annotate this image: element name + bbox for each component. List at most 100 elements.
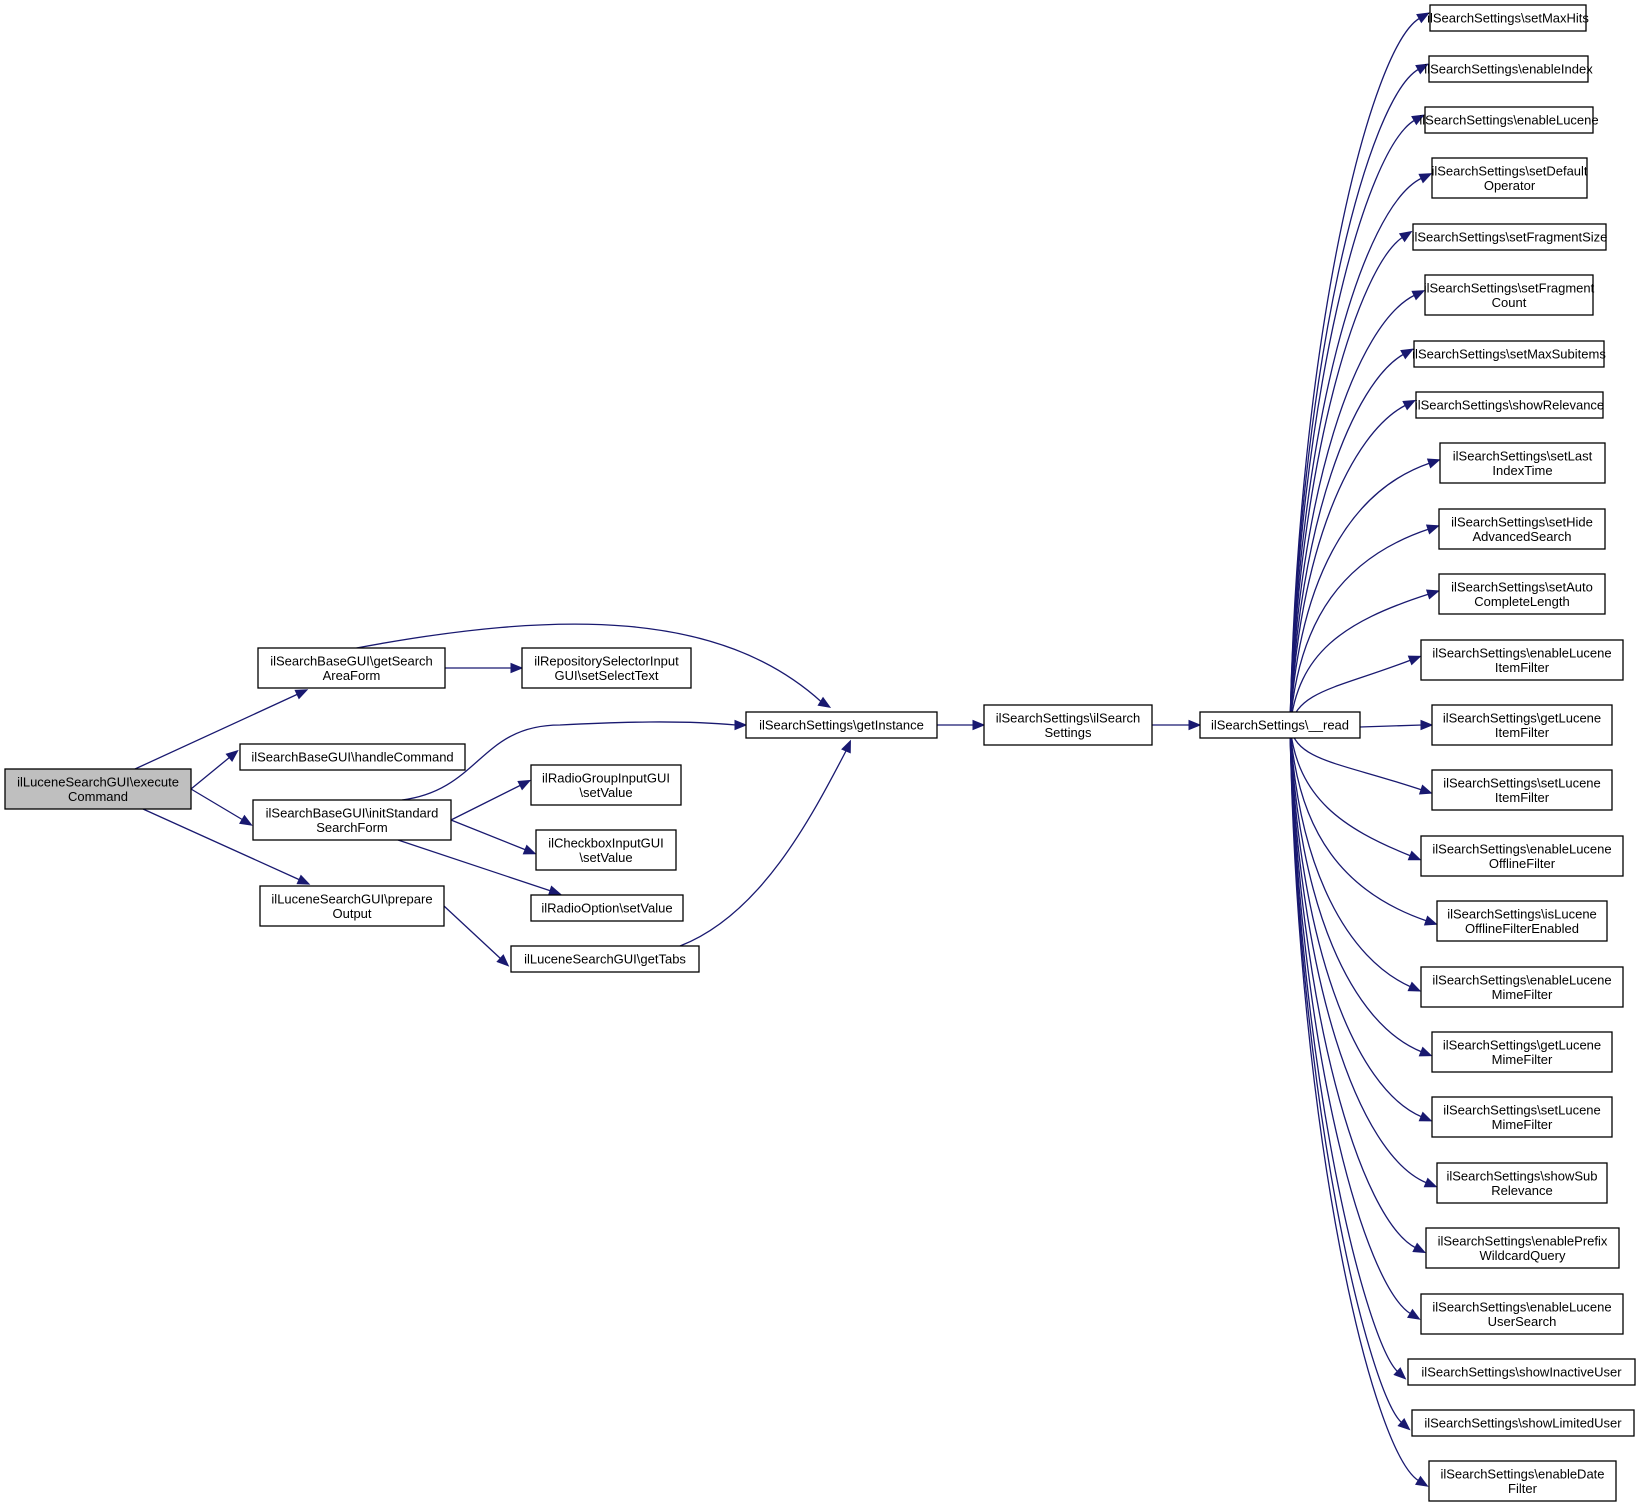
node-label: ilRadioOption\setValue bbox=[541, 901, 672, 916]
node-label: ilSearchSettings\showRelevance bbox=[1415, 398, 1604, 413]
node-box bbox=[1415, 391, 1604, 419]
node-box bbox=[1424, 274, 1594, 316]
node-getInstance[interactable]: ilSearchSettings\getInstance bbox=[745, 711, 938, 739]
node-label: ilSearchBaseGUI\handleCommand bbox=[251, 750, 453, 765]
node-label: ilSearchSettings\setFragmentSize bbox=[1412, 230, 1608, 245]
node-constructor[interactable]: ilSearchSettings\ilSearchSettings bbox=[983, 704, 1153, 746]
node-box bbox=[521, 647, 692, 689]
call-edge-initStandardSearchForm-to-radioOptionSetValue bbox=[397, 839, 552, 892]
node-box bbox=[1428, 55, 1589, 83]
node-label: ilRadioGroupInputGUI bbox=[542, 770, 670, 785]
node-label: AreaForm bbox=[323, 668, 381, 683]
call-edge-execute-to-getSearchAreaForm bbox=[134, 693, 299, 770]
node-box bbox=[4, 768, 192, 810]
node-handleCommand[interactable]: ilSearchBaseGUI\handleCommand bbox=[239, 743, 466, 771]
node-box bbox=[1429, 4, 1587, 32]
node-enablePrefixWildcardQuery[interactable]: ilSearchSettings\enablePrefixWildcardQue… bbox=[1425, 1227, 1620, 1269]
node-showInactiveUser[interactable]: ilSearchSettings\showInactiveUser bbox=[1407, 1358, 1636, 1386]
node-getTabs[interactable]: ilLuceneSearchGUI\getTabs bbox=[510, 945, 700, 973]
node-label: ilSearchSettings\__read bbox=[1211, 718, 1349, 733]
arrowhead-icon bbox=[1398, 230, 1413, 243]
node-box bbox=[1420, 966, 1624, 1008]
node-setMaxSubitems[interactable]: ilSearchSettings\setMaxSubitems bbox=[1412, 340, 1606, 368]
node-isLuceneOfflineFilterEnabled[interactable]: ilSearchSettings\isLuceneOfflineFilterEn… bbox=[1436, 900, 1608, 942]
node-setMaxHits[interactable]: ilSearchSettings\setMaxHits bbox=[1427, 4, 1589, 32]
node-label: Command bbox=[68, 789, 128, 804]
node-label: \setValue bbox=[579, 850, 632, 865]
node-showLimitedUser[interactable]: ilSearchSettings\showLimitedUser bbox=[1411, 1409, 1635, 1437]
node-read[interactable]: ilSearchSettings\__read bbox=[1199, 711, 1361, 739]
arrowhead-icon bbox=[1415, 1475, 1429, 1487]
node-box bbox=[1411, 1409, 1635, 1437]
node-box bbox=[510, 945, 700, 973]
node-label: WildcardQuery bbox=[1480, 1248, 1566, 1263]
call-edge-initStandardSearchForm-to-radioGroupSetValue bbox=[450, 784, 522, 821]
node-label: Relevance bbox=[1491, 1183, 1552, 1198]
call-edge-read-to-enableLuceneOfflineFilter bbox=[1289, 726, 1412, 857]
node-label: OfflineFilterEnabled bbox=[1465, 921, 1579, 936]
arrowhead-icon bbox=[294, 689, 309, 700]
node-setFragmentSize[interactable]: ilSearchSettings\setFragmentSize bbox=[1412, 223, 1608, 251]
call-edge-read-to-enableLuceneUserSearch bbox=[1289, 726, 1412, 1315]
arrowhead-icon bbox=[510, 662, 524, 674]
arrowhead-icon bbox=[1418, 173, 1433, 184]
call-edge-execute-to-prepareOutput bbox=[142, 808, 301, 881]
node-label: Settings bbox=[1045, 725, 1092, 740]
node-box bbox=[1425, 1227, 1620, 1269]
node-checkboxSetValue[interactable]: ilCheckboxInputGUI\setValue bbox=[535, 829, 677, 871]
call-edge-read-to-showInactiveUser bbox=[1289, 726, 1399, 1373]
node-enableLucene[interactable]: ilSearchSettings\enableLucene bbox=[1419, 106, 1599, 134]
node-box bbox=[1431, 704, 1613, 746]
arrowhead-icon bbox=[841, 739, 851, 754]
node-label: ilSearchSettings\enableLucene bbox=[1432, 972, 1611, 987]
arrowhead-icon bbox=[522, 844, 537, 855]
node-enableIndex[interactable]: ilSearchSettings\enableIndex bbox=[1424, 55, 1593, 83]
node-label: ilSearchSettings\isLucene bbox=[1447, 906, 1597, 921]
call-edge-read-to-isLuceneOfflineFilterEnabled bbox=[1289, 726, 1428, 922]
call-edge-getSearchAreaForm-to-getInstance bbox=[356, 623, 822, 703]
call-edge-read-to-enableLuceneMimeFilter bbox=[1289, 726, 1412, 988]
node-setSelectText[interactable]: ilRepositorySelectorInputGUI\setSelectTe… bbox=[521, 647, 692, 689]
node-box bbox=[1438, 573, 1606, 615]
call-edge-read-to-getLuceneItemFilter bbox=[1359, 724, 1423, 728]
call-edge-read-to-setLastIndexTime bbox=[1289, 462, 1431, 728]
node-label: ilLuceneSearchGUI\execute bbox=[17, 774, 179, 789]
node-showRelevance[interactable]: ilSearchSettings\showRelevance bbox=[1415, 391, 1604, 419]
arrowhead-icon bbox=[225, 749, 239, 763]
node-box bbox=[1438, 508, 1606, 550]
node-radioGroupSetValue[interactable]: ilRadioGroupInputGUI\setValue bbox=[530, 764, 682, 806]
node-label: MimeFilter bbox=[1492, 1117, 1553, 1132]
node-box bbox=[1199, 711, 1361, 739]
node-enableLuceneOfflineFilter[interactable]: ilSearchSettings\enableLuceneOfflineFilt… bbox=[1420, 835, 1624, 877]
node-box bbox=[1436, 1162, 1608, 1204]
node-label: ilSearchSettings\enableLucene bbox=[1419, 113, 1598, 128]
call-edge-execute-to-initStandardSearchForm bbox=[190, 788, 244, 821]
arrowhead-icon bbox=[1418, 1046, 1433, 1057]
node-box bbox=[239, 743, 466, 771]
arrowhead-icon bbox=[1397, 1418, 1411, 1431]
call-edge-read-to-setFragmentSize bbox=[1289, 236, 1404, 728]
node-radioOptionSetValue[interactable]: ilRadioOption\setValue bbox=[530, 894, 684, 922]
arrowhead-icon bbox=[239, 814, 253, 826]
node-label: GUI\setSelectText bbox=[554, 668, 658, 683]
arrowhead-icon bbox=[1415, 63, 1429, 75]
